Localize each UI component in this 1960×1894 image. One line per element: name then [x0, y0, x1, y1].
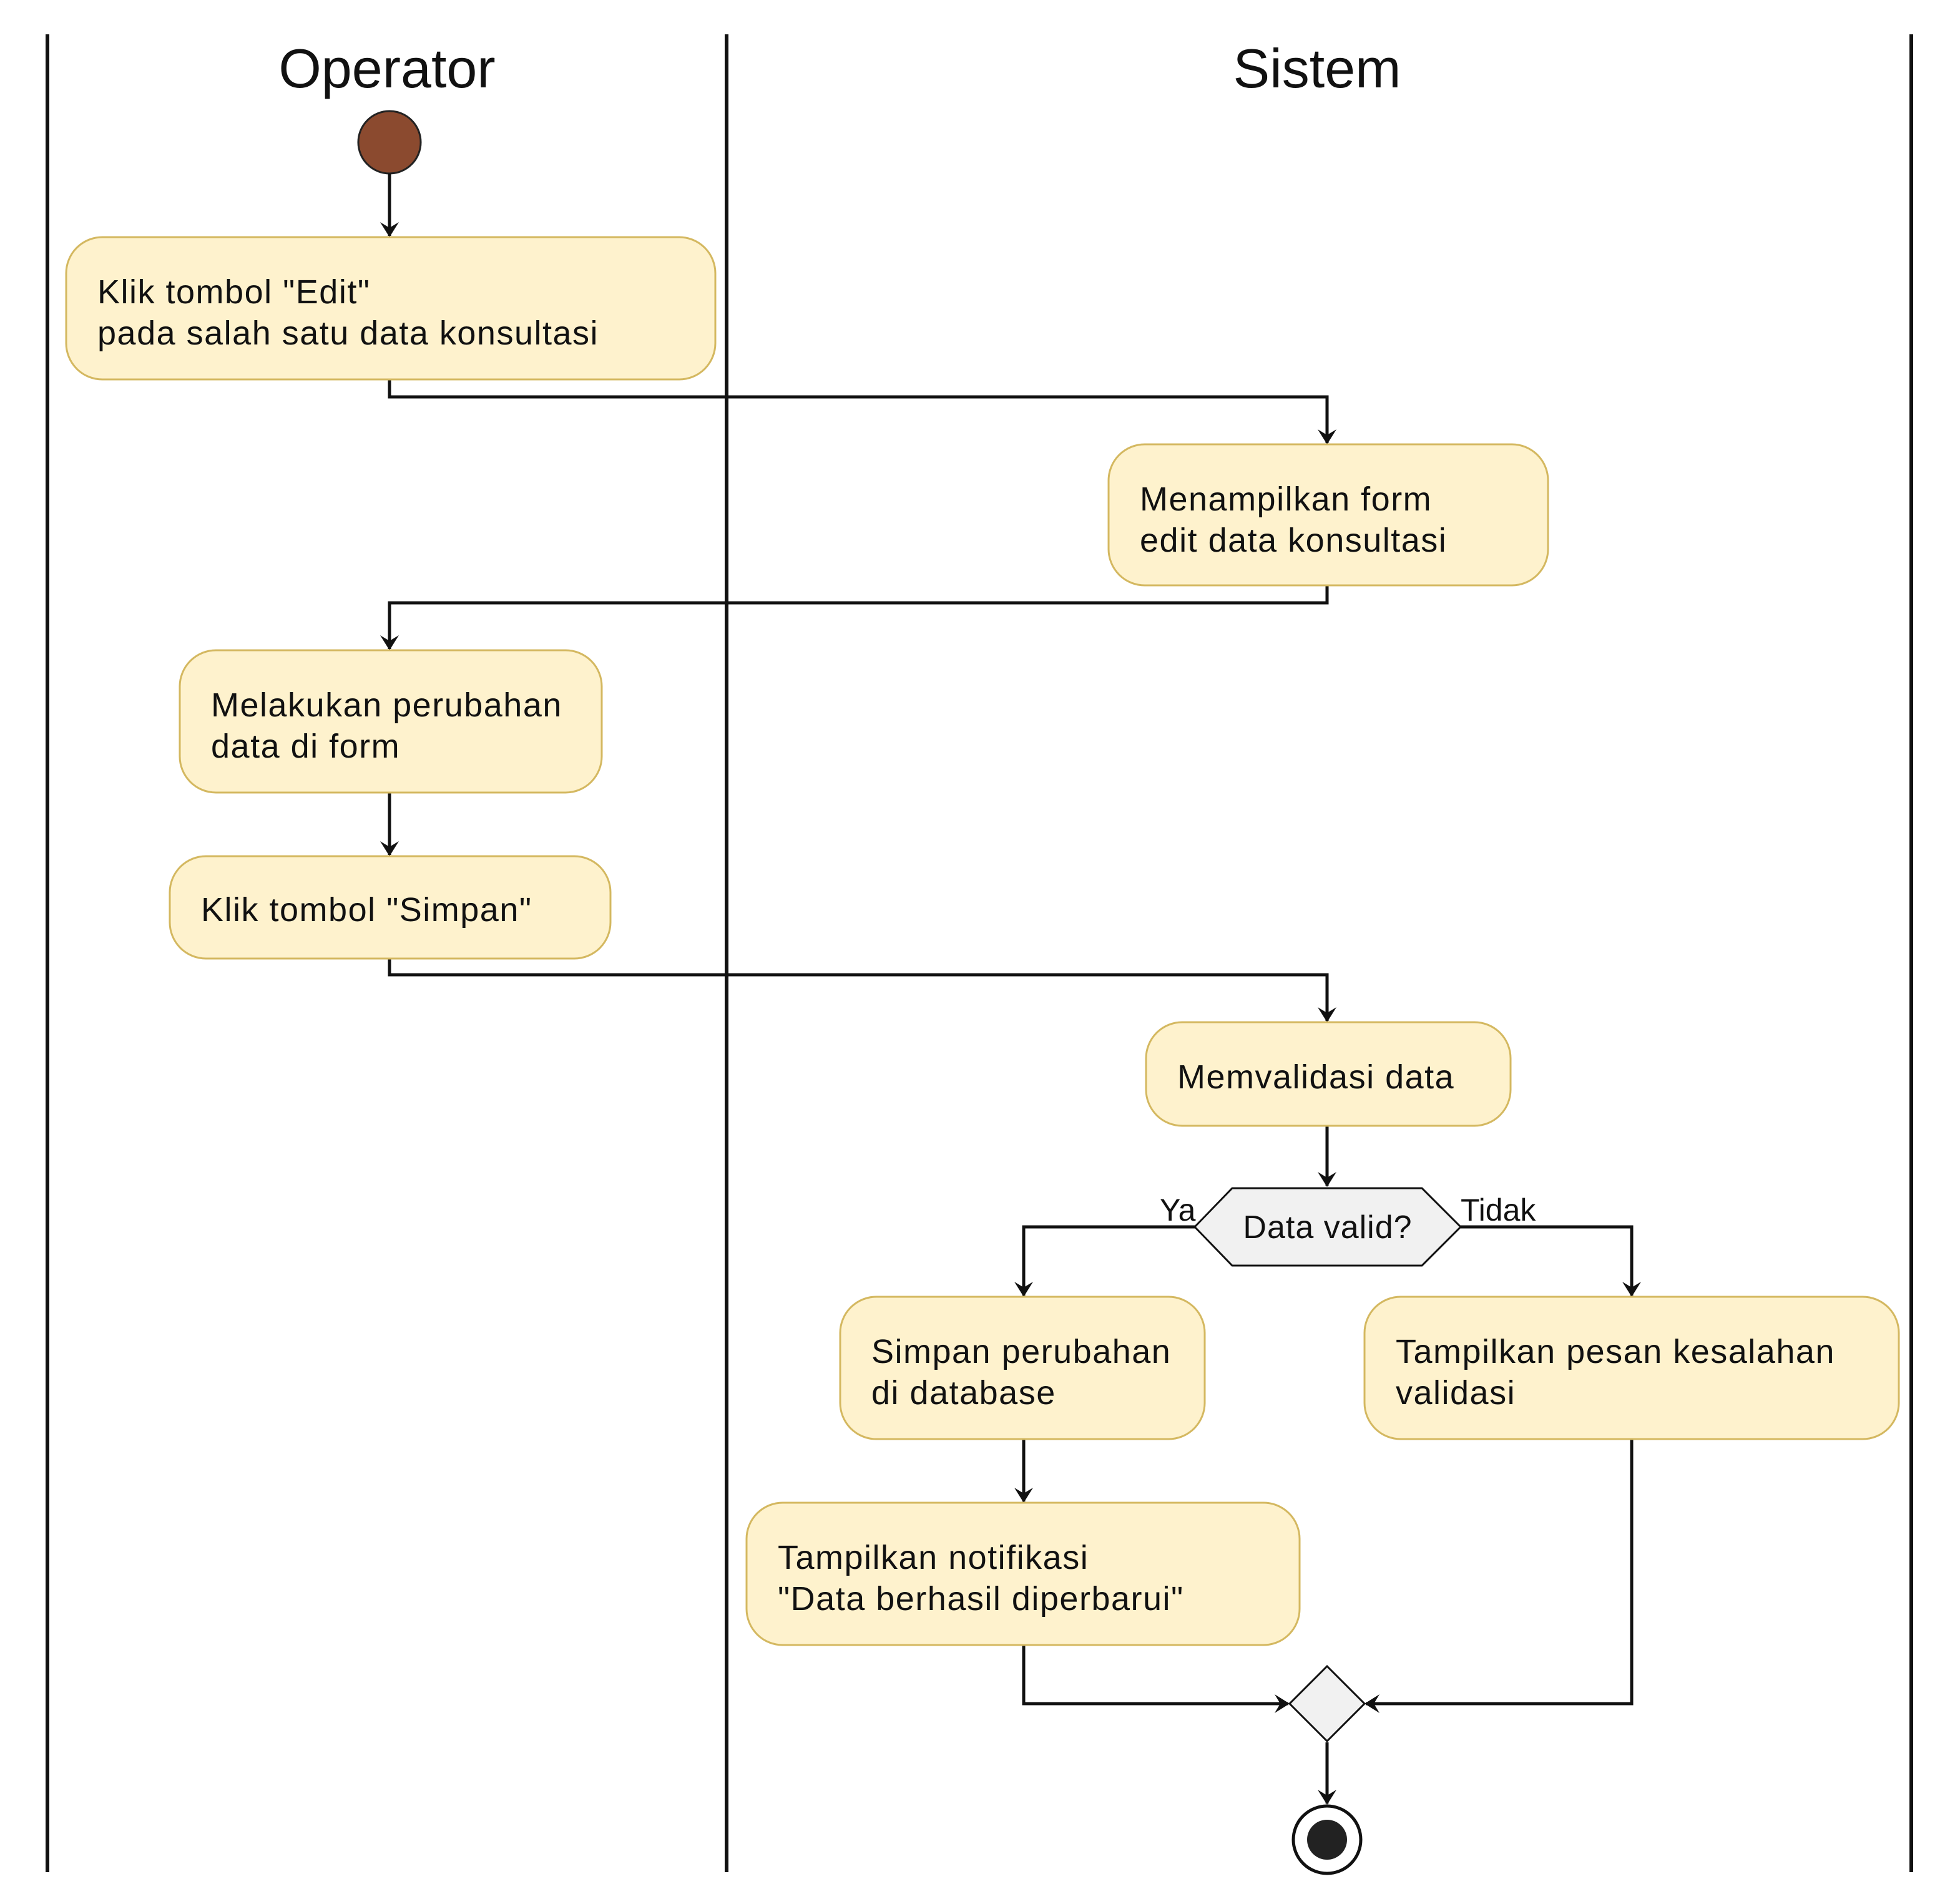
flow-a8-merge	[1365, 1439, 1634, 1713]
svg-text:Klik tombol "Simpan": Klik tombol "Simpan"	[201, 891, 532, 929]
flow-a2-a3	[380, 585, 1329, 650]
svg-text:Klik tombol "Edit": Klik tombol "Edit"	[97, 273, 370, 311]
activity-click-save: Klik tombol "Simpan"	[169, 855, 612, 960]
svg-text:Menampilkan form: Menampilkan form	[1140, 481, 1432, 518]
activity-show-success-notification: Tampilkan notifikasi "Data berhasil dipe…	[745, 1501, 1301, 1646]
svg-text:Tampilkan pesan kesalahan: Tampilkan pesan kesalahan	[1396, 1333, 1835, 1370]
svg-text:Simpan perubahan: Simpan perubahan	[871, 1333, 1171, 1370]
activity-click-edit: Klik tombol "Edit" pada salah satu data …	[65, 236, 717, 381]
flow-decision-no	[1461, 1225, 1641, 1297]
activity-validate-data: Memvalidasi data	[1145, 1021, 1512, 1127]
svg-text:Melakukan perubahan: Melakukan perubahan	[211, 686, 562, 724]
end-node	[1291, 1804, 1363, 1875]
svg-text:validasi: validasi	[1396, 1374, 1516, 1412]
svg-text:di database: di database	[871, 1374, 1056, 1412]
svg-text:edit data konsultasi: edit data konsultasi	[1140, 522, 1447, 559]
svg-text:Tampilkan notifikasi: Tampilkan notifikasi	[778, 1539, 1089, 1576]
merge-node	[1288, 1664, 1366, 1743]
activity-show-edit-form: Menampilkan form edit data konsultasi	[1107, 443, 1549, 587]
activity-edit-data: Melakukan perubahan data di form	[179, 649, 603, 794]
svg-text:"Data berhasil diperbarui": "Data berhasil diperbarui"	[778, 1580, 1184, 1618]
decision-data-valid: Data valid?	[1193, 1187, 1463, 1267]
svg-text:data di form: data di form	[211, 728, 400, 765]
lane-title-operator: Operator	[278, 37, 495, 99]
svg-text:Memvalidasi data: Memvalidasi data	[1177, 1058, 1454, 1096]
flow-decision-yes	[1014, 1225, 1195, 1297]
start-node	[357, 110, 422, 175]
flow-a4-a5	[388, 959, 1336, 1022]
svg-text:Data valid?: Data valid?	[1243, 1209, 1412, 1246]
flow-a1-a2	[388, 379, 1336, 444]
guard-yes: Ya	[1160, 1193, 1196, 1228]
guard-no: Tidak	[1461, 1193, 1536, 1228]
activity-save-to-database: Simpan perubahan di database	[839, 1296, 1206, 1440]
svg-text:pada salah satu data konsultas: pada salah satu data konsultasi	[97, 315, 599, 352]
activity-show-validation-error: Tampilkan pesan kesalahan validasi	[1363, 1296, 1900, 1440]
lane-title-sistem: Sistem	[1233, 37, 1401, 99]
flow-a7-merge	[1022, 1645, 1290, 1713]
